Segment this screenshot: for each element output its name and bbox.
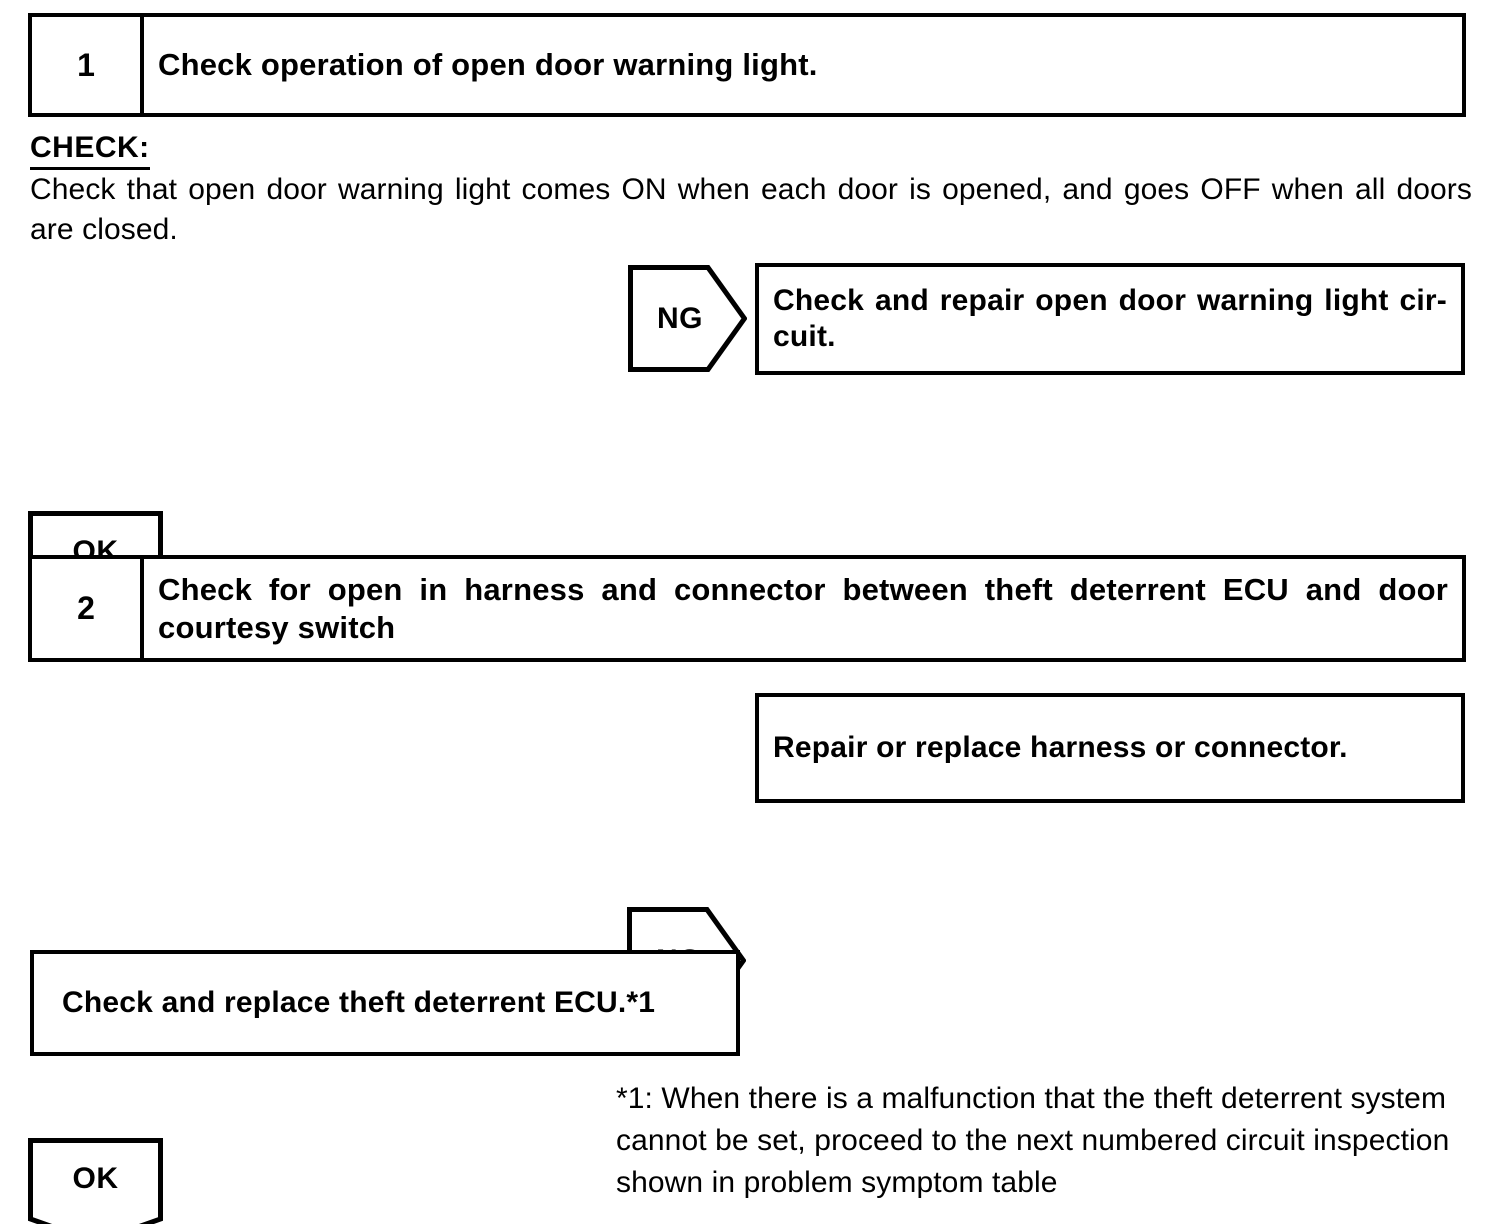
step-title-line: Check for open in harness and connector … [158,571,1448,607]
ok-marker-2: OK [28,1138,163,1224]
ng-result-box-1: Check and repair open door warning light… [755,263,1465,375]
check-instructions: Check that open door warning light comes… [30,170,1472,250]
step-title: Check operation of open door warning lig… [144,17,1462,113]
footnote-line: shown in problem symptom table [616,1166,1058,1199]
ok-label: OK [72,1162,119,1195]
check-instructions-line: are closed. [30,213,178,246]
footnote-line: *1: When there is a malfunction that the… [616,1082,1447,1115]
step-title-line: Check operation of open door warning lig… [158,47,818,82]
ng-result-line: Check and repair open door warning light… [773,284,1447,317]
ng-result-line: Repair or replace harness or connector. [773,731,1348,764]
step-box-1: 1 Check operation of open door warning l… [28,13,1466,117]
check-heading-wrap: CHECK: [30,131,150,170]
ok-arrow-icon [28,1138,163,1224]
step-box-2: 2 Check for open in harness and connecto… [28,555,1466,662]
ng-branch-1: NG [628,265,747,372]
ng-result-box-2: Repair or replace harness or connector. [755,693,1465,803]
footnote: *1: When there is a malfunction that the… [616,1078,1492,1204]
footnote-line: cannot be set, proceed to the next numbe… [616,1124,1450,1157]
step-title-line: courtesy switch [158,609,396,645]
step-number: 2 [32,559,144,658]
final-action-box: Check and replace theft deterrent ECU.*1 [30,950,740,1056]
check-instructions-line: Check that open door warning light comes… [30,173,1472,206]
ng-label: NG [657,301,703,335]
ng-result-line: cuit. [773,320,836,353]
step-number: 1 [32,17,144,113]
ng-arrow-icon [628,265,747,372]
check-heading: CHECK: [30,131,150,170]
final-action-text: Check and replace theft deterrent ECU.*1 [62,986,656,1019]
step-title: Check for open in harness and connector … [144,559,1462,658]
